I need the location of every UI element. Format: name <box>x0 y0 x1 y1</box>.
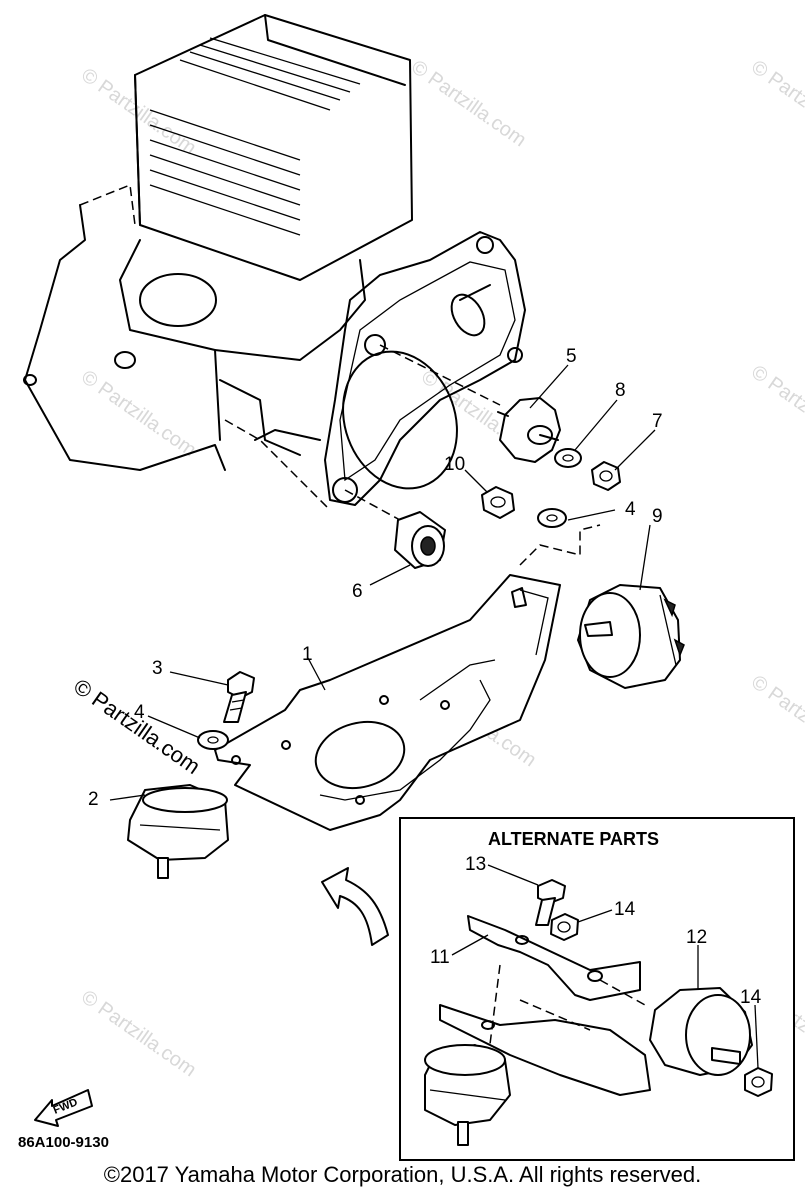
part-14-nut-upper <box>550 913 579 941</box>
fwd-arrow-icon: FWD <box>34 1089 93 1127</box>
part-3-bolt <box>223 671 255 723</box>
partzilla-watermark: © Partzilla.com <box>69 674 205 780</box>
callouts-main: 1 2 3 4 4 5 6 7 8 9 10 <box>88 346 663 810</box>
part-11-bracket <box>467 915 641 1001</box>
callout-4-lower: 4 <box>134 702 145 723</box>
engine-block <box>23 14 526 521</box>
watermark-8: © Partzilla.com <box>747 671 805 766</box>
inset-rubber-mount <box>424 1044 511 1146</box>
watermark-6: © Partzilla.com <box>747 361 805 456</box>
callout-6: 6 <box>352 581 363 602</box>
watermark-9: © Partzilla.com <box>77 986 200 1081</box>
callout-11: 11 <box>430 947 450 968</box>
copyright-notice: ©2017 Yamaha Motor Corporation, U.S.A. A… <box>103 1162 702 1187</box>
leader-lines <box>109 364 656 801</box>
direction-arrow <box>321 867 389 946</box>
watermark-2: © Partzilla.com <box>407 56 530 151</box>
callout-5: 5 <box>566 346 577 367</box>
watermark-4: © Partzilla.com <box>77 366 200 461</box>
callout-14-upper: 14 <box>614 899 636 920</box>
diagram-code: 86A100-9130 <box>18 1134 109 1151</box>
callout-8: 8 <box>615 380 626 401</box>
callout-2: 2 <box>88 789 99 810</box>
callout-7: 7 <box>652 411 663 432</box>
inset-title: ALTERNATE PARTS <box>488 829 659 849</box>
callout-12: 12 <box>686 927 707 948</box>
part-9-rubber-mount <box>577 584 685 689</box>
part-1-bracket <box>214 524 601 831</box>
part-2-rubber-mount <box>127 784 229 879</box>
part-8-washer <box>554 448 582 468</box>
callout-9: 9 <box>652 506 663 527</box>
part-10-nut <box>481 486 515 519</box>
callout-10: 10 <box>444 454 465 475</box>
part-4-washer-lower <box>197 730 229 750</box>
part-4-washer-upper <box>537 508 567 528</box>
callout-13: 13 <box>465 854 486 875</box>
callout-4-upper: 4 <box>625 499 636 520</box>
part-12-rubber-mount <box>649 987 753 1076</box>
part-13-bolt <box>535 879 566 926</box>
alternate-parts-inset: ALTERNATE PARTS <box>399 817 795 1161</box>
callout-1: 1 <box>302 644 313 665</box>
watermark-3: © Partzilla.com <box>747 56 805 151</box>
part-7-nut <box>591 461 621 491</box>
part-6-bushing <box>394 511 446 569</box>
callout-3: 3 <box>152 658 163 679</box>
part-5-damper <box>497 397 561 463</box>
watermark-1: © Partzilla.com <box>77 64 200 159</box>
part-14-nut-lower <box>744 1067 773 1097</box>
callout-14-lower: 14 <box>740 987 762 1008</box>
